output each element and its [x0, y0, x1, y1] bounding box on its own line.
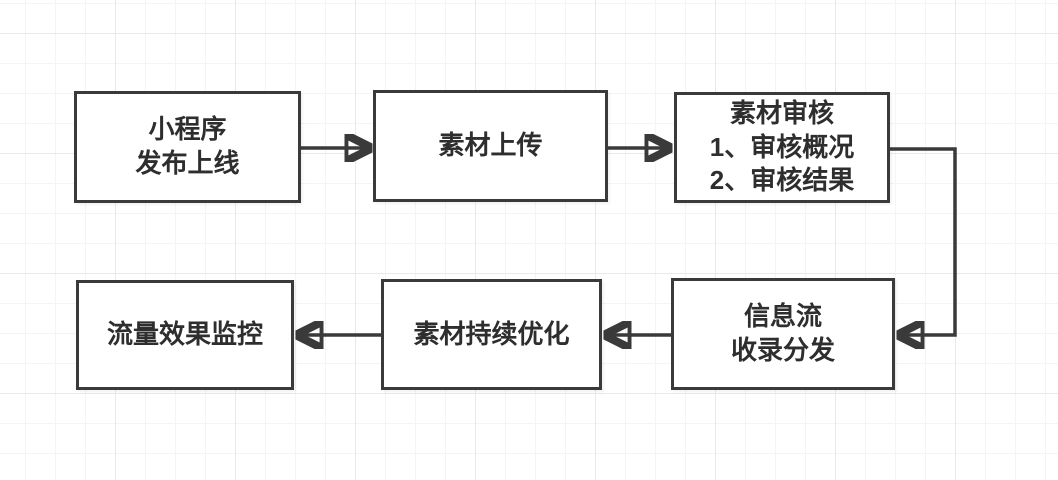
- connector-review-to-feed[interactable]: [890, 147, 957, 335]
- node-traffic-monitoring[interactable]: 流量效果监控: [76, 280, 294, 390]
- node-material-review[interactable]: 素材审核 1、审核概况 2、审核结果: [674, 92, 890, 203]
- node-traffic-monitoring-label: 流量效果监控: [106, 319, 263, 350]
- node-material-optimization-label: 素材持续优化: [413, 318, 570, 349]
- node-material-upload-label: 素材上传: [438, 130, 543, 161]
- node-mini-program-launch[interactable]: 小程序 发布上线: [74, 91, 301, 203]
- node-material-upload[interactable]: 素材上传: [373, 90, 608, 202]
- node-material-optimization[interactable]: 素材持续优化: [381, 279, 602, 390]
- node-mini-program-launch-label: 小程序 发布上线: [135, 114, 240, 178]
- node-feed-distribution-label: 信息流 收录分发: [730, 301, 835, 365]
- node-feed-distribution[interactable]: 信息流 收录分发: [671, 278, 895, 390]
- node-material-review-label: 素材审核 1、审核概况 2、审核结果: [709, 97, 855, 196]
